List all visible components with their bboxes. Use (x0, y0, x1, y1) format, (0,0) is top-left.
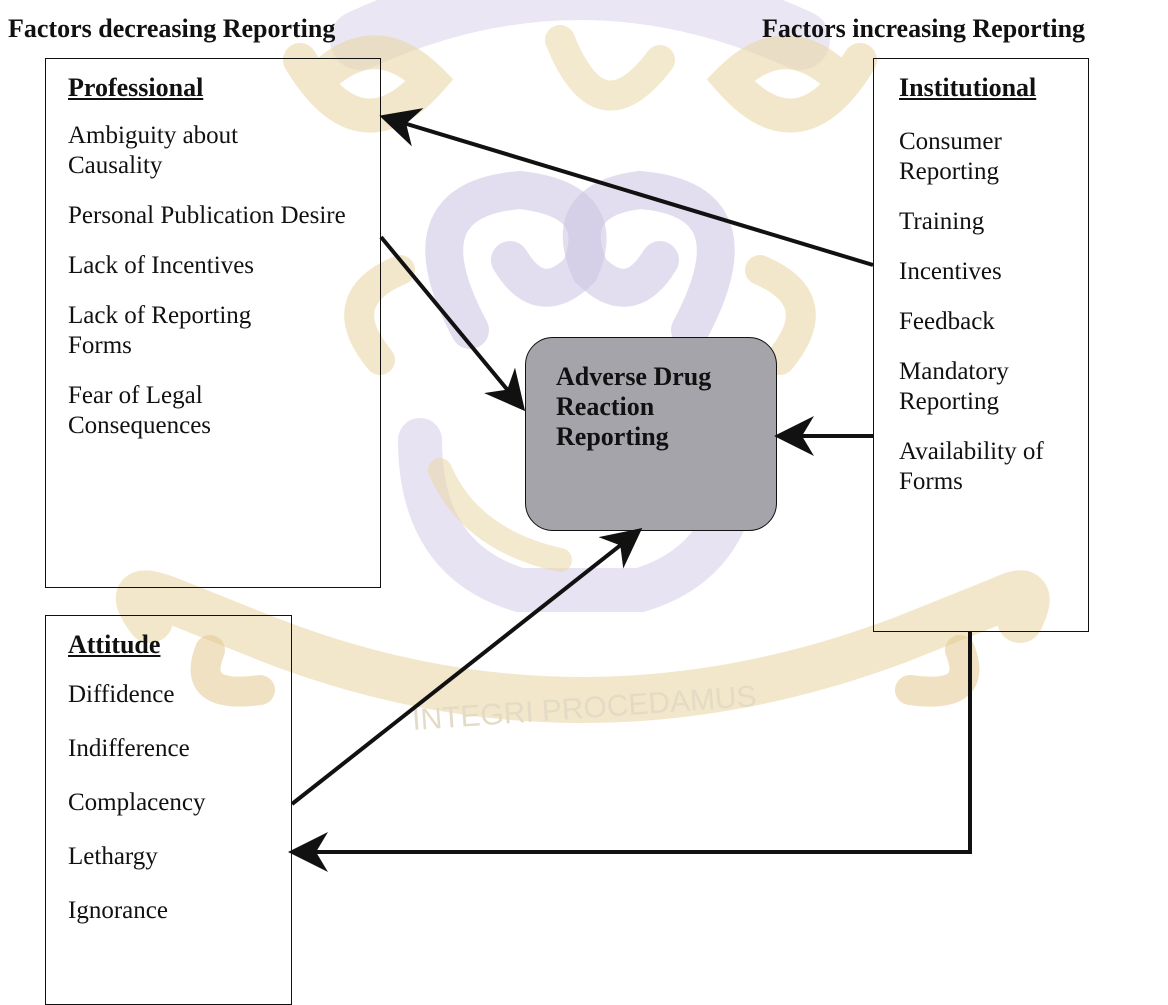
institutional-item: Incentives (899, 258, 1002, 285)
attitude-item: Diffidence (68, 681, 175, 708)
institutional-item: Mandatory Reporting (899, 358, 1009, 415)
center-label: Adverse Drug Reaction Reporting (556, 362, 712, 451)
watermark-leaf (706, 35, 877, 133)
heading-decreasing: Factors decreasing Reporting (8, 14, 336, 43)
professional-title: Professional (68, 73, 204, 102)
watermark-arch (330, 0, 830, 70)
institutional-item: Training (899, 208, 985, 235)
attitude-item: Indifference (68, 735, 190, 762)
institutional-item: Availability of Forms (899, 438, 1044, 495)
professional-item: Fear of Legal Consequences (68, 382, 212, 439)
arrow-institutional-to-attitude (288, 632, 972, 872)
watermark-column (428, 458, 572, 572)
arrow-professional-to-center (379, 235, 526, 412)
professional-item: Ambiguity about Causality (68, 122, 239, 179)
heading-increasing: Factors increasing Reporting (762, 14, 1086, 43)
arrow-training-to-professional (379, 108, 874, 267)
attitude-item: Lethargy (68, 843, 158, 870)
professional-item: Lack of Incentives (68, 252, 255, 279)
attitude-title: Attitude (68, 630, 161, 659)
professional-item: Personal Publication Desire (68, 202, 346, 229)
watermark-ribbon (895, 635, 980, 707)
watermark-swirl (745, 255, 816, 375)
center-node: Adverse Drug Reaction Reporting (525, 337, 777, 531)
arrow-attitude-to-center (290, 528, 643, 806)
watermark-swirl (562, 170, 735, 349)
attitude-item: Complacency (68, 789, 206, 816)
institutional-box: Institutional Consumer Reporting Trainin… (873, 58, 1089, 632)
watermark-ribbon (190, 635, 275, 707)
professional-item: Lack of Reporting Forms (68, 302, 252, 359)
institutional-title: Institutional (899, 73, 1037, 102)
attitude-box: Attitude Diffidence Indifference Complac… (45, 615, 292, 1005)
watermark-swirl (344, 255, 415, 375)
attitude-item: Ignorance (68, 897, 168, 924)
institutional-item: Consumer Reporting (899, 128, 1002, 185)
watermark-leaf (545, 25, 675, 111)
watermark-swirl (425, 170, 607, 349)
watermark-ribbon (115, 570, 1050, 723)
institutional-item: Feedback (899, 308, 995, 335)
watermark-leaf (283, 35, 454, 133)
professional-box: Professional Ambiguity about Causality P… (45, 58, 381, 588)
